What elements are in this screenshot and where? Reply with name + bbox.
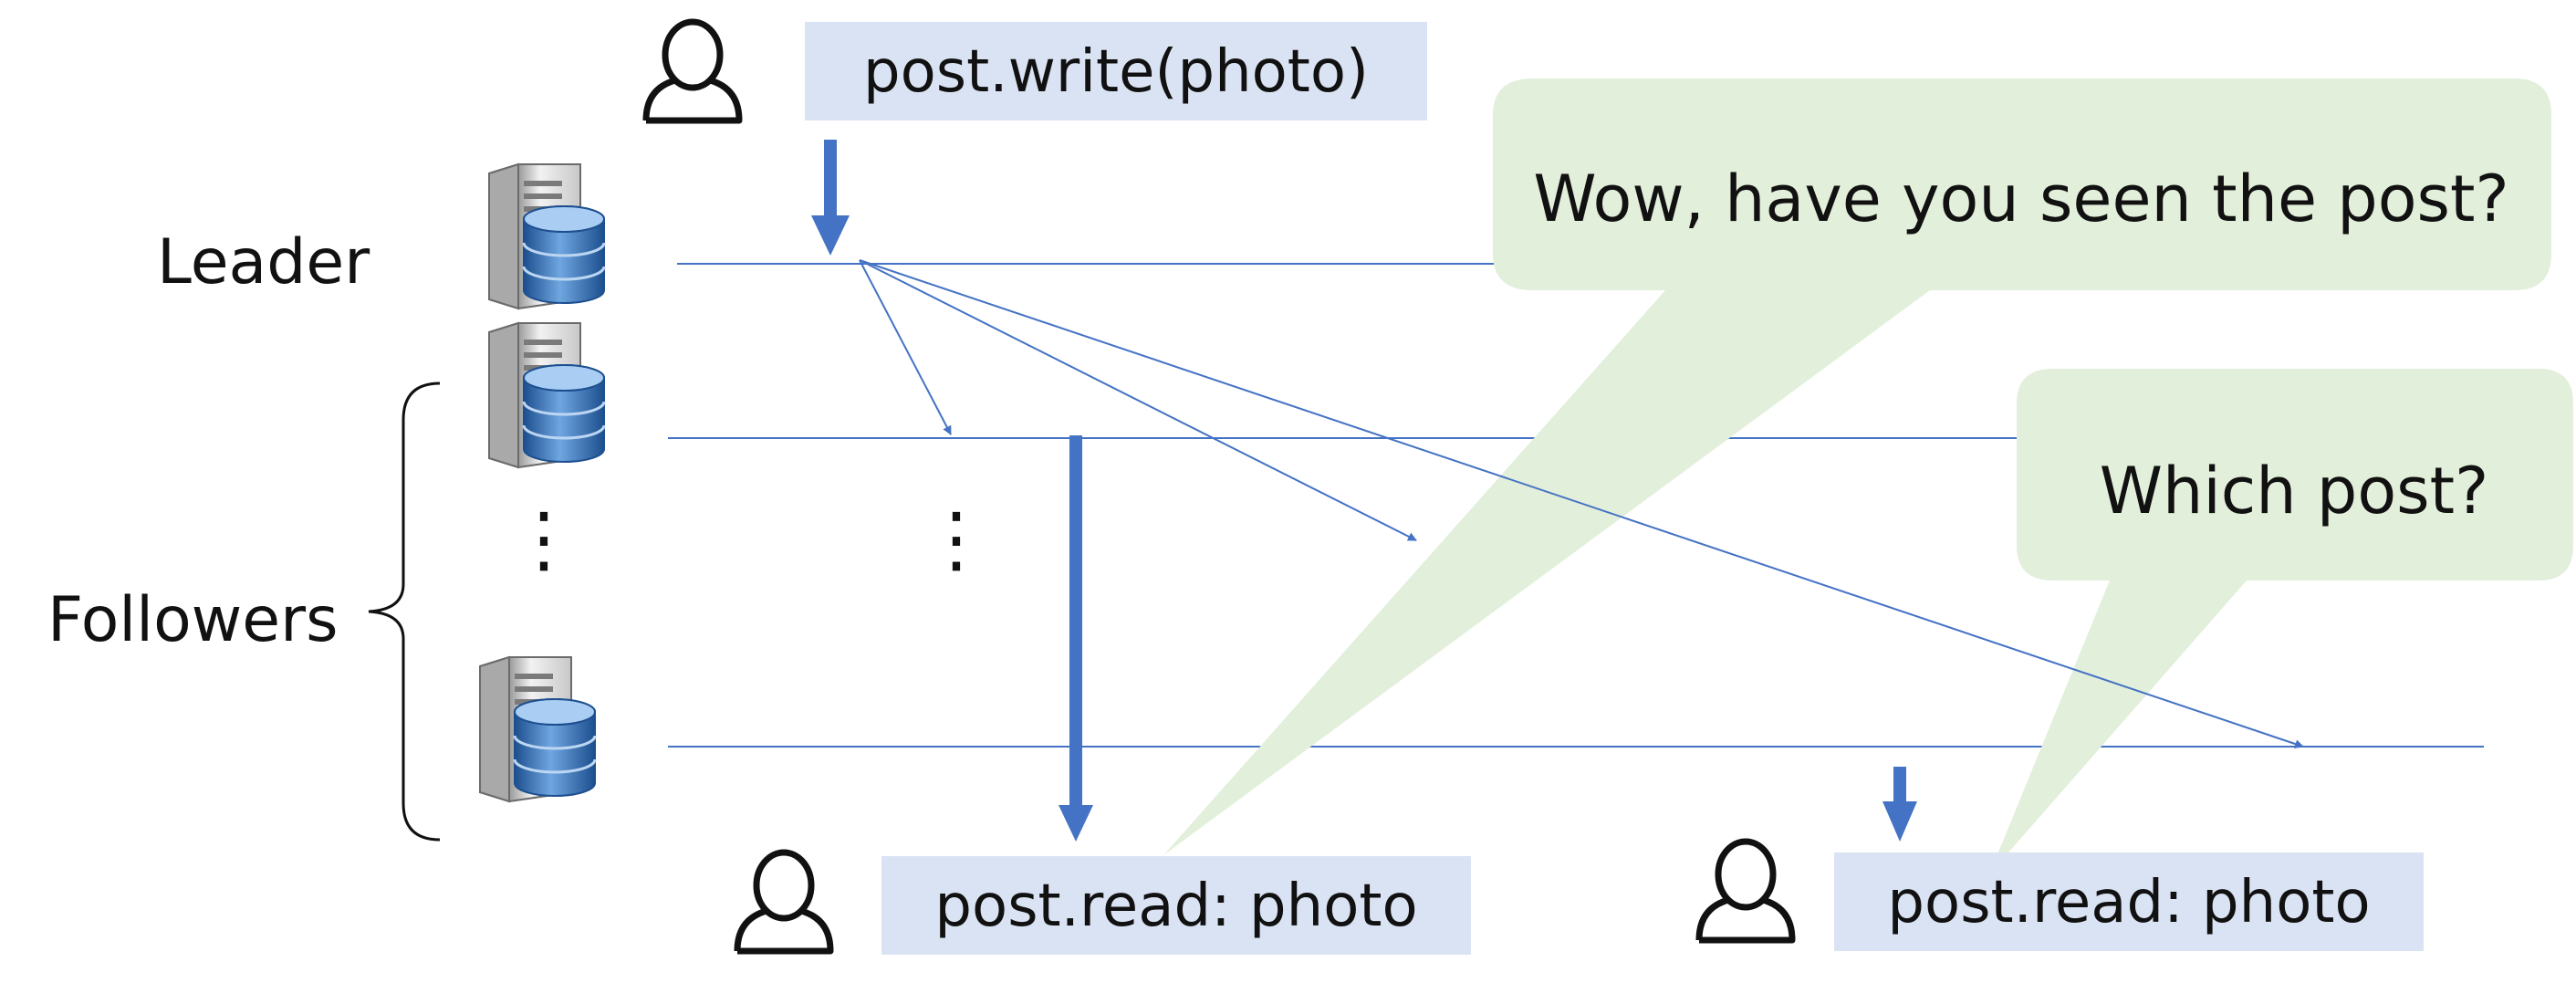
read-op-box-first (881, 856, 1471, 955)
replication-arrow-follower-n (859, 259, 2304, 748)
speech-bubble-second-text: Which post? (2100, 454, 2488, 528)
servers-ellipsis: ⋮ (507, 497, 580, 581)
write-arrow (811, 140, 850, 256)
speech-bubble-first (1163, 78, 2551, 855)
read-arrow-first (1059, 435, 1093, 842)
write-op-box (805, 22, 1427, 120)
timelines-ellipsis: ⋮ (920, 497, 993, 581)
leader-server-icon (487, 162, 606, 310)
first-reader-user-icon (737, 852, 830, 951)
read-op-box-second (1834, 852, 2424, 951)
writer-user-icon (646, 22, 739, 120)
read-op-text-second: post.read: photo (1887, 869, 2370, 936)
followers-label: Followers (47, 584, 339, 656)
write-op-text: post.write(photo) (863, 38, 1369, 106)
leader-label: Leader (157, 226, 370, 298)
read-arrow-second (1882, 767, 1917, 842)
follower-1-server-icon (487, 321, 606, 469)
follower-n-server-icon (478, 655, 597, 803)
speech-bubble-first-text: Wow, have you seen the post? (1533, 162, 2508, 236)
followers-brace (368, 382, 441, 842)
replication-arrow-middle-follower (859, 259, 1417, 541)
read-op-text-first: post.read: photo (934, 873, 1417, 940)
replication-arrow-follower-1 (859, 259, 952, 435)
speech-bubble-second (1989, 369, 2573, 874)
second-reader-user-icon (1699, 842, 1792, 940)
